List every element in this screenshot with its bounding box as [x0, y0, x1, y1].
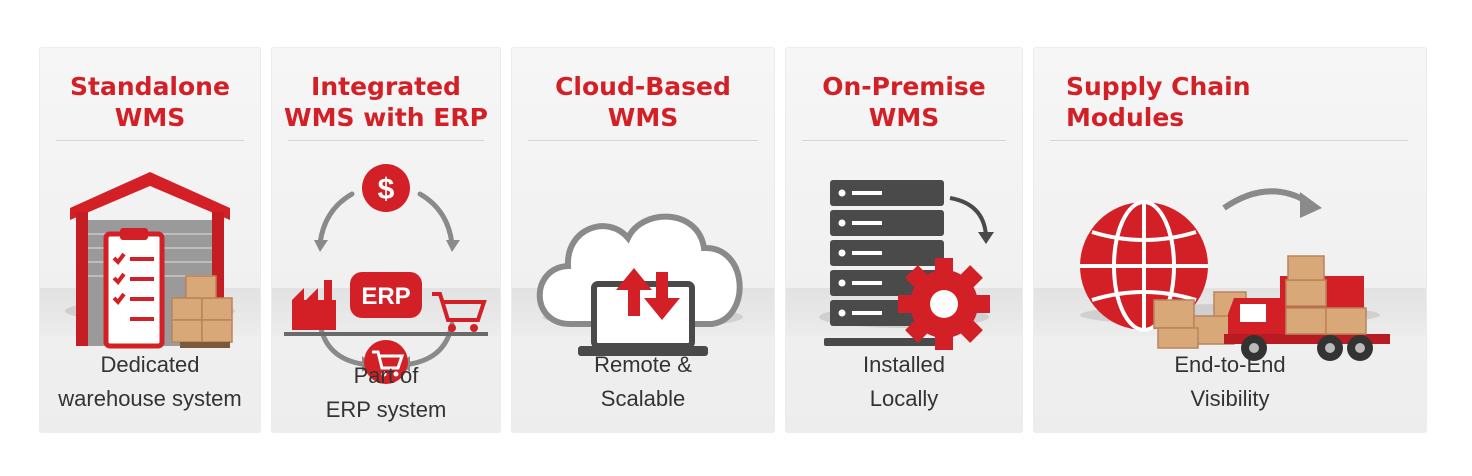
card-title: Integrated WMS with ERP — [284, 72, 488, 132]
globe-truck-icon — [1080, 188, 1390, 361]
card-on-premise-wms: On-Premise WMS — [786, 48, 1022, 432]
card-cloud-based-wms: Cloud-Based WMS Remote & Scalable — [512, 48, 774, 432]
card-caption: Remote & Scalable — [594, 352, 692, 411]
warehouse-icon — [70, 172, 233, 349]
divider — [802, 140, 1006, 141]
divider — [1050, 140, 1408, 141]
card-integrated-wms-erp: Integrated WMS with ERP $ ERP — [272, 48, 500, 432]
dollar-icon: $ — [378, 173, 395, 206]
card-standalone-wms: Standalone WMS — [40, 48, 260, 432]
card-caption: Dedicated warehouse system — [58, 352, 242, 411]
card-caption: Installed Locally — [863, 352, 945, 411]
divider — [528, 140, 758, 141]
card-title: Supply Chain Modules — [1066, 72, 1251, 132]
erp-badge: ERP — [361, 283, 410, 310]
card-title: Cloud-Based WMS — [555, 72, 731, 132]
erp-cycle-icon: $ ERP — [284, 164, 488, 384]
card-title: Standalone WMS — [70, 72, 230, 132]
card-caption: Part of ERP system — [325, 363, 447, 422]
card-title: On-Premise WMS — [822, 72, 986, 132]
card-caption: End-to-End Visibility — [1174, 352, 1286, 411]
card-supply-chain-modules: Supply Chain Modules — [1034, 48, 1426, 432]
server-gear-icon — [824, 180, 994, 350]
cloud-laptop-icon — [536, 213, 743, 356]
divider — [288, 140, 484, 141]
divider — [56, 140, 244, 141]
